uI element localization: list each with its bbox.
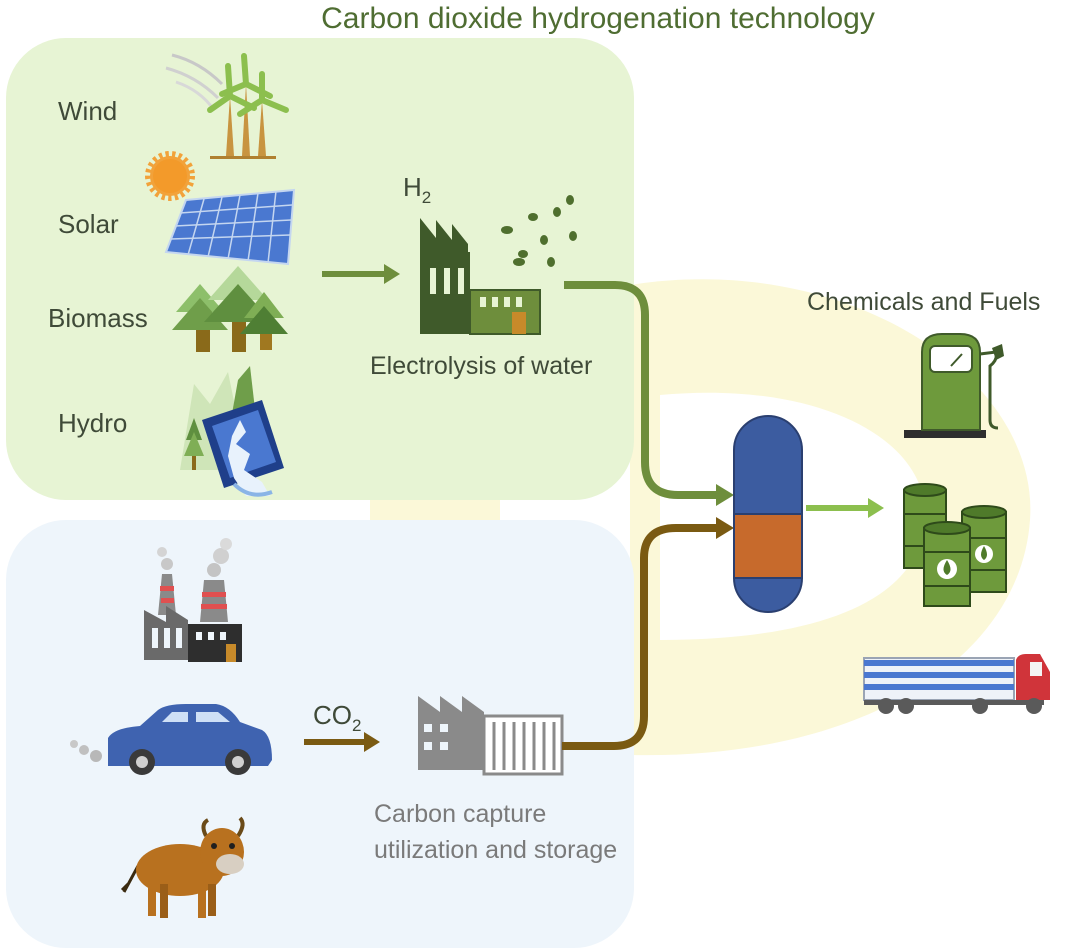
diagram-title: Carbon dioxide hydrogenation technology	[321, 2, 875, 35]
hydrogen-formula: H2	[403, 172, 431, 207]
power-plant-icon	[144, 538, 242, 662]
cow-icon	[120, 816, 245, 918]
renewable-energy-panel	[6, 38, 634, 500]
tanker-truck-icon	[863, 654, 1050, 714]
wind-label: Wind	[58, 96, 117, 126]
biomass-label: Biomass	[48, 303, 148, 333]
wind-turbine-icon	[165, 53, 289, 159]
reactor-to-products-arrow	[806, 498, 884, 518]
renewable-to-electrolysis-arrow	[322, 264, 400, 284]
car-icon	[70, 704, 272, 775]
fuel-pump-icon	[904, 333, 1004, 438]
chemicals-and-fuels-label: Chemicals and Fuels	[807, 288, 1040, 316]
hydro-dam-icon	[180, 366, 284, 497]
ccus-label-line-2: utilization and storage	[374, 836, 617, 864]
ccus-label-line-1: Carbon capture	[374, 800, 546, 828]
hydrogen-molecules-icon	[501, 195, 577, 267]
sun-icon	[145, 151, 195, 201]
electrolysis-label: Electrolysis of water	[370, 352, 592, 380]
hydro-label: Hydro	[58, 408, 127, 438]
co2-formula: CO2	[313, 700, 361, 735]
carbon-capture-facility-icon	[418, 696, 564, 776]
oil-barrels-icon	[903, 483, 1007, 607]
trees-icon	[172, 266, 288, 352]
hydrogen-pipe-arrow	[564, 281, 734, 506]
electrolysis-factory-icon	[420, 218, 541, 335]
co2-to-capture-arrow	[304, 732, 380, 752]
co2-pipe-arrow	[562, 517, 734, 750]
solar-panel-icon	[164, 188, 296, 266]
reactor-icon	[733, 415, 803, 613]
solar-label: Solar	[58, 209, 119, 239]
